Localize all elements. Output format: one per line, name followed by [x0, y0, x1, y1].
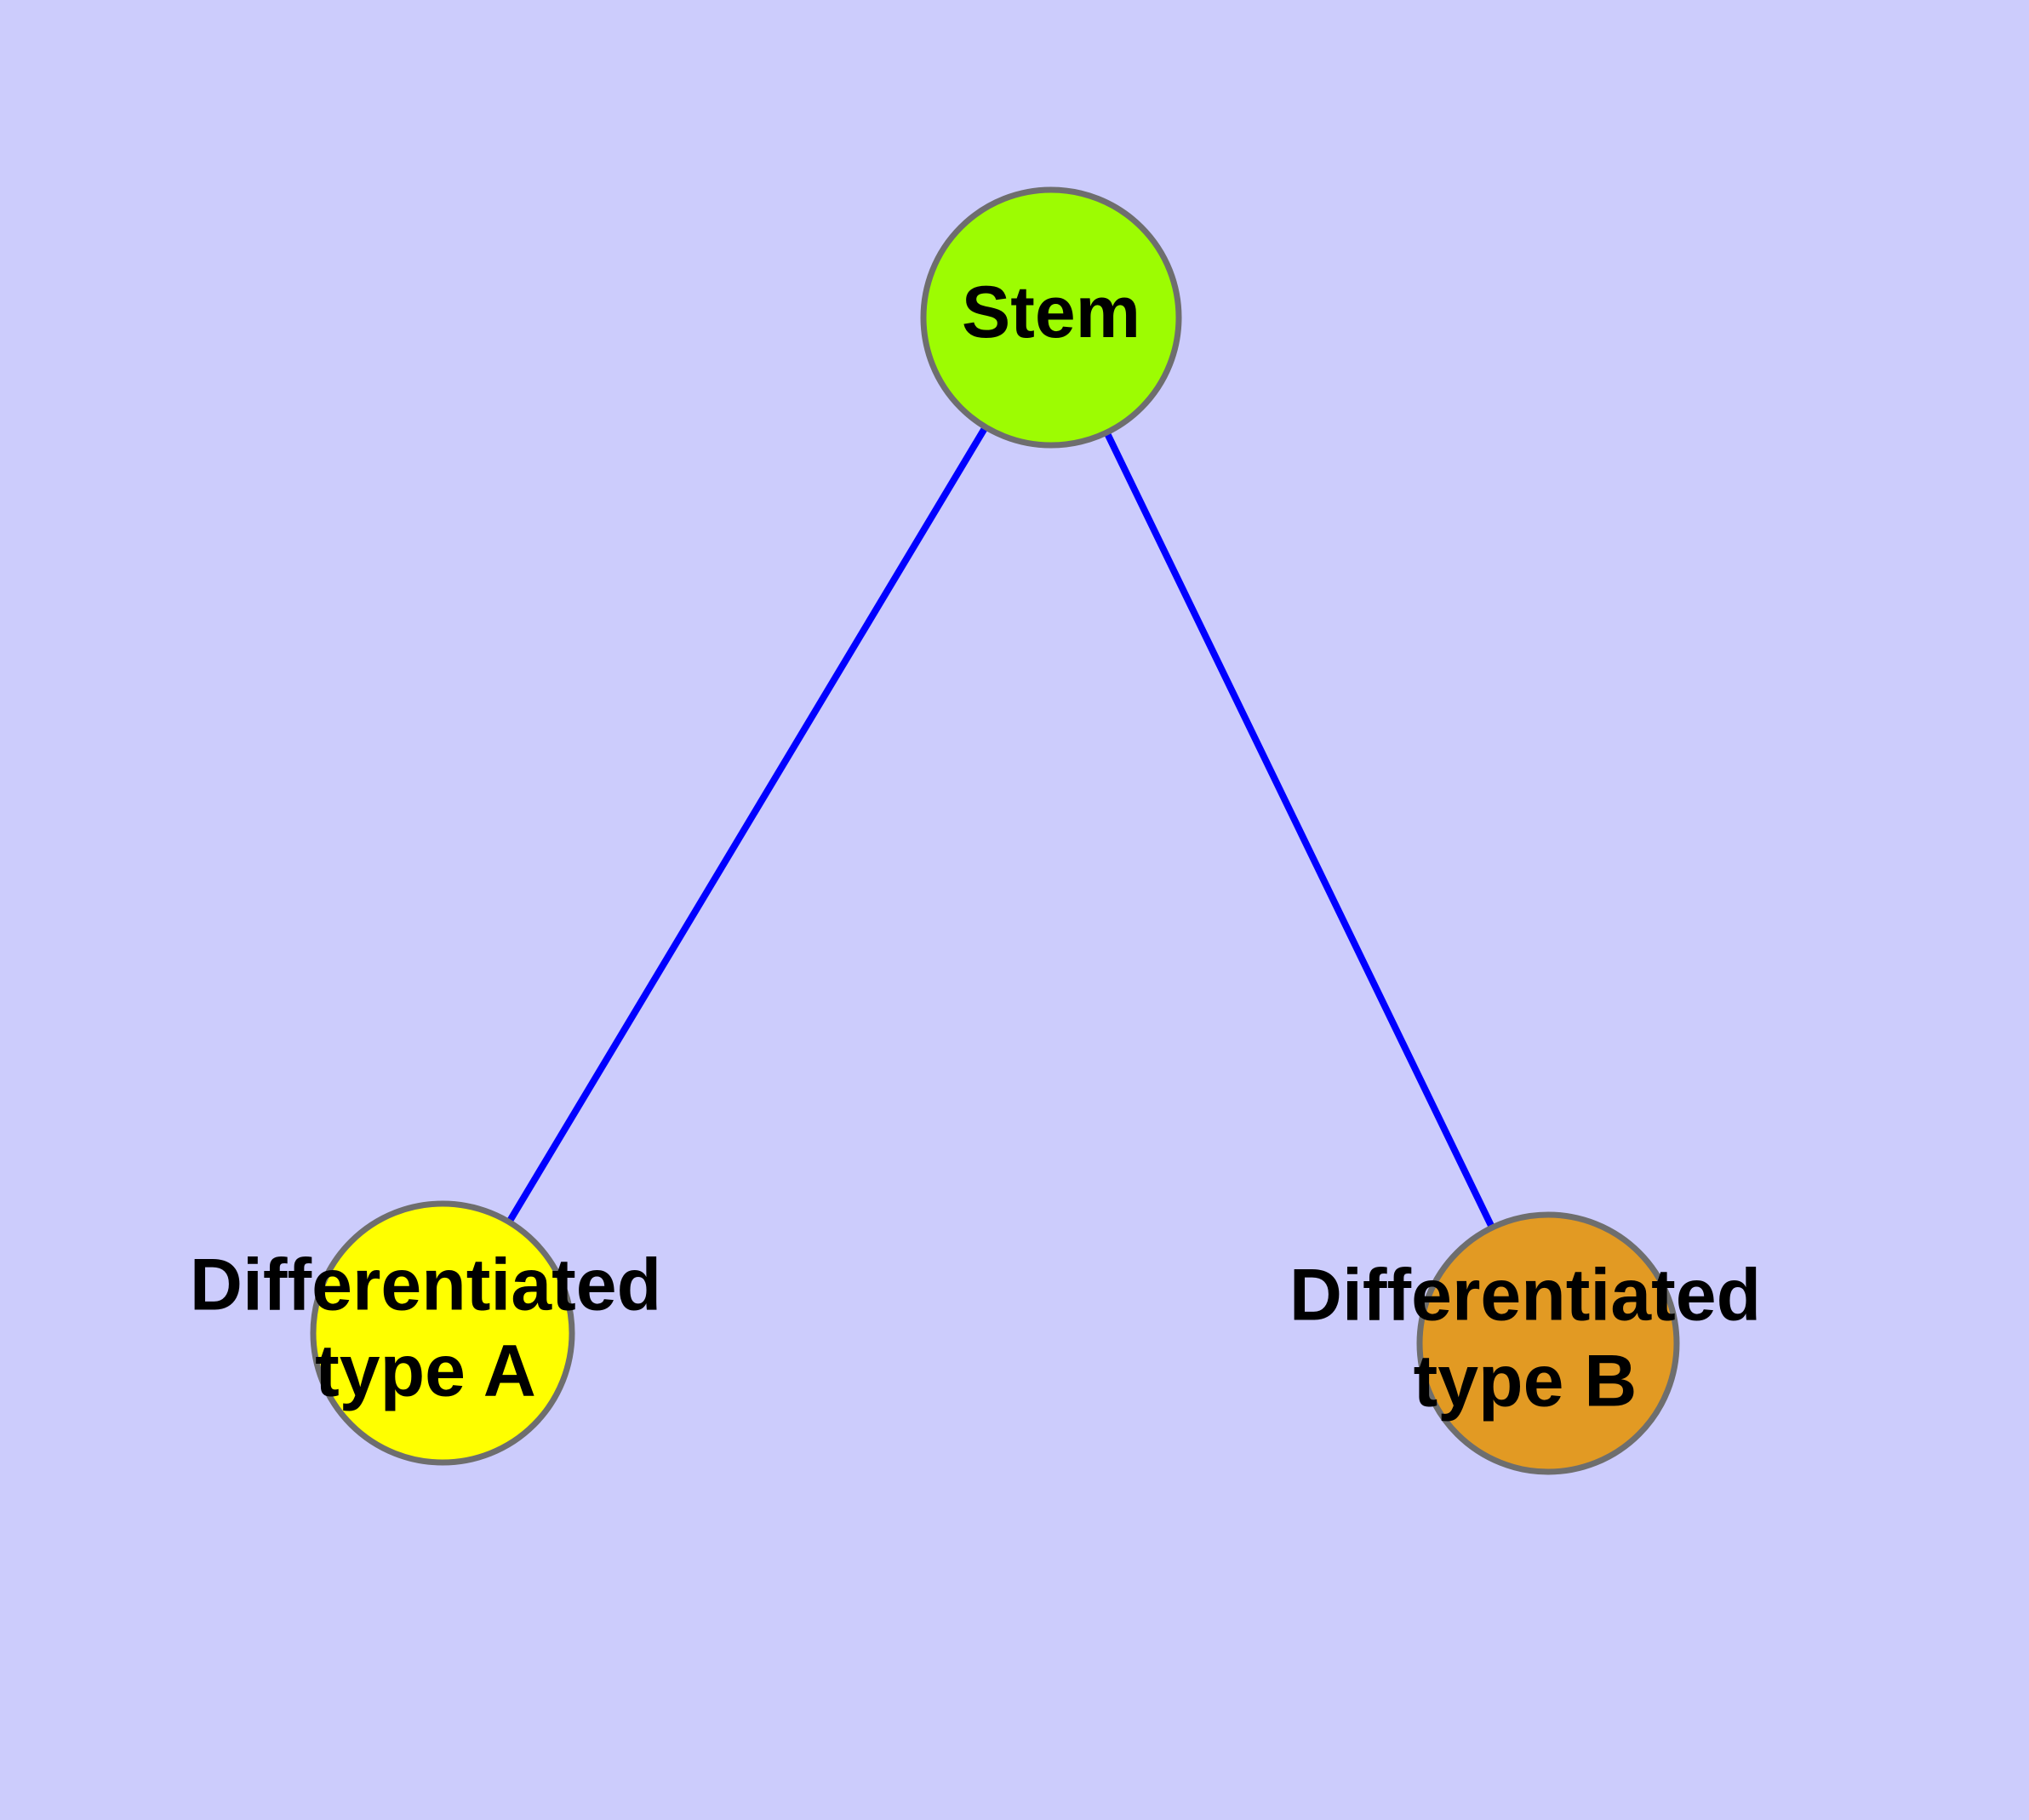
node-stem[interactable]: Stem [920, 186, 1182, 449]
edge-layer [439, 315, 1552, 1345]
node-differentiated-type-b-circle[interactable] [1416, 1211, 1680, 1475]
node-stem-label: Stem [962, 272, 1140, 353]
node-stem-circle[interactable] [920, 186, 1182, 449]
edge-stem-to-differentiated-type-a[interactable] [439, 315, 1055, 1336]
node-differentiated-type-a-circle[interactable] [310, 1200, 575, 1466]
edge-stem-to-differentiated-type-b[interactable] [1048, 316, 1552, 1345]
